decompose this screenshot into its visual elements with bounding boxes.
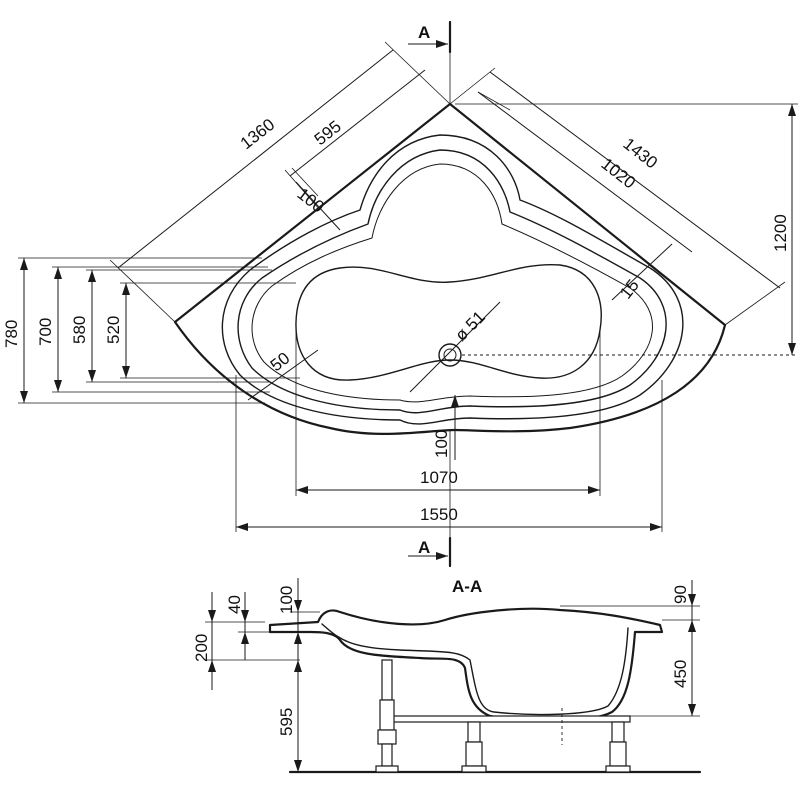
dim-1550-label: 1550 [420, 505, 458, 524]
dim-1020-label: 1020 [598, 154, 640, 192]
section-marker-bottom: A [408, 536, 452, 568]
sec-dim-40-label: 40 [225, 595, 244, 614]
dim-15: 15 [611, 243, 673, 303]
tub-section [268, 607, 664, 722]
dim-520-label: 520 [104, 316, 123, 344]
sec-dim-200: 200 [192, 592, 300, 690]
sec-dim-100-label: 100 [277, 586, 296, 614]
sec-dim-90-label: 90 [671, 585, 690, 604]
tub-section-inner [321, 623, 629, 716]
sec-dim-450: 450 [612, 620, 700, 717]
sec-dim-40: 40 [225, 592, 270, 660]
dim-700: 700 [36, 266, 270, 393]
dim-100-vert-label: 100 [432, 430, 451, 458]
inner-rim-2 [237, 149, 667, 414]
dim-1360-label: 1360 [237, 115, 279, 153]
dim-520: 520 [104, 282, 300, 379]
dim-1200: 1200 [455, 103, 798, 355]
drain-inner [443, 348, 457, 362]
dim-780-label: 780 [2, 320, 21, 348]
leg-left [375, 659, 399, 773]
dim-100-diag-label: 100 [294, 184, 328, 216]
dim-50-label: 50 [267, 349, 294, 376]
inner-rim-3 [251, 163, 653, 403]
section-view: A-A [192, 577, 702, 774]
dim-700-label: 700 [36, 318, 55, 346]
dim-100-vert: 100 [432, 395, 459, 460]
basin [295, 263, 602, 381]
leg-middle [461, 721, 487, 773]
dim-15-label: 15 [616, 276, 643, 303]
sec-dim-90: 90 [560, 580, 700, 650]
dim-780: 780 [2, 257, 265, 404]
inner-rim [221, 134, 684, 425]
sec-dim-595-label: 595 [277, 708, 296, 736]
dim-580: 580 [70, 269, 272, 383]
sec-dim-100: 100 [277, 578, 320, 660]
drain-outer [438, 343, 462, 367]
plan-view: A A 1360 595 100 [2, 20, 798, 568]
section-label-bottom: A [418, 538, 430, 557]
leg-right [605, 721, 631, 773]
dim-595-label: 595 [311, 117, 345, 149]
dim-1550: 1550 [235, 375, 663, 532]
dim-1070: 1070 [295, 322, 601, 496]
sec-dim-200-label: 200 [192, 634, 211, 662]
sec-dim-450-label: 450 [671, 660, 690, 688]
frame-bar [384, 715, 631, 723]
section-marker-top: A [408, 20, 452, 54]
dim-1200-label: 1200 [771, 214, 790, 252]
section-title: A-A [452, 577, 482, 596]
section-label-top: A [418, 23, 430, 42]
sec-dim-595: 595 [277, 660, 302, 772]
dim-580-label: 580 [70, 316, 89, 344]
dim-51-label: ø 51 [451, 307, 488, 344]
dim-51: ø 51 [409, 301, 501, 393]
dim-1070-label: 1070 [420, 468, 458, 487]
